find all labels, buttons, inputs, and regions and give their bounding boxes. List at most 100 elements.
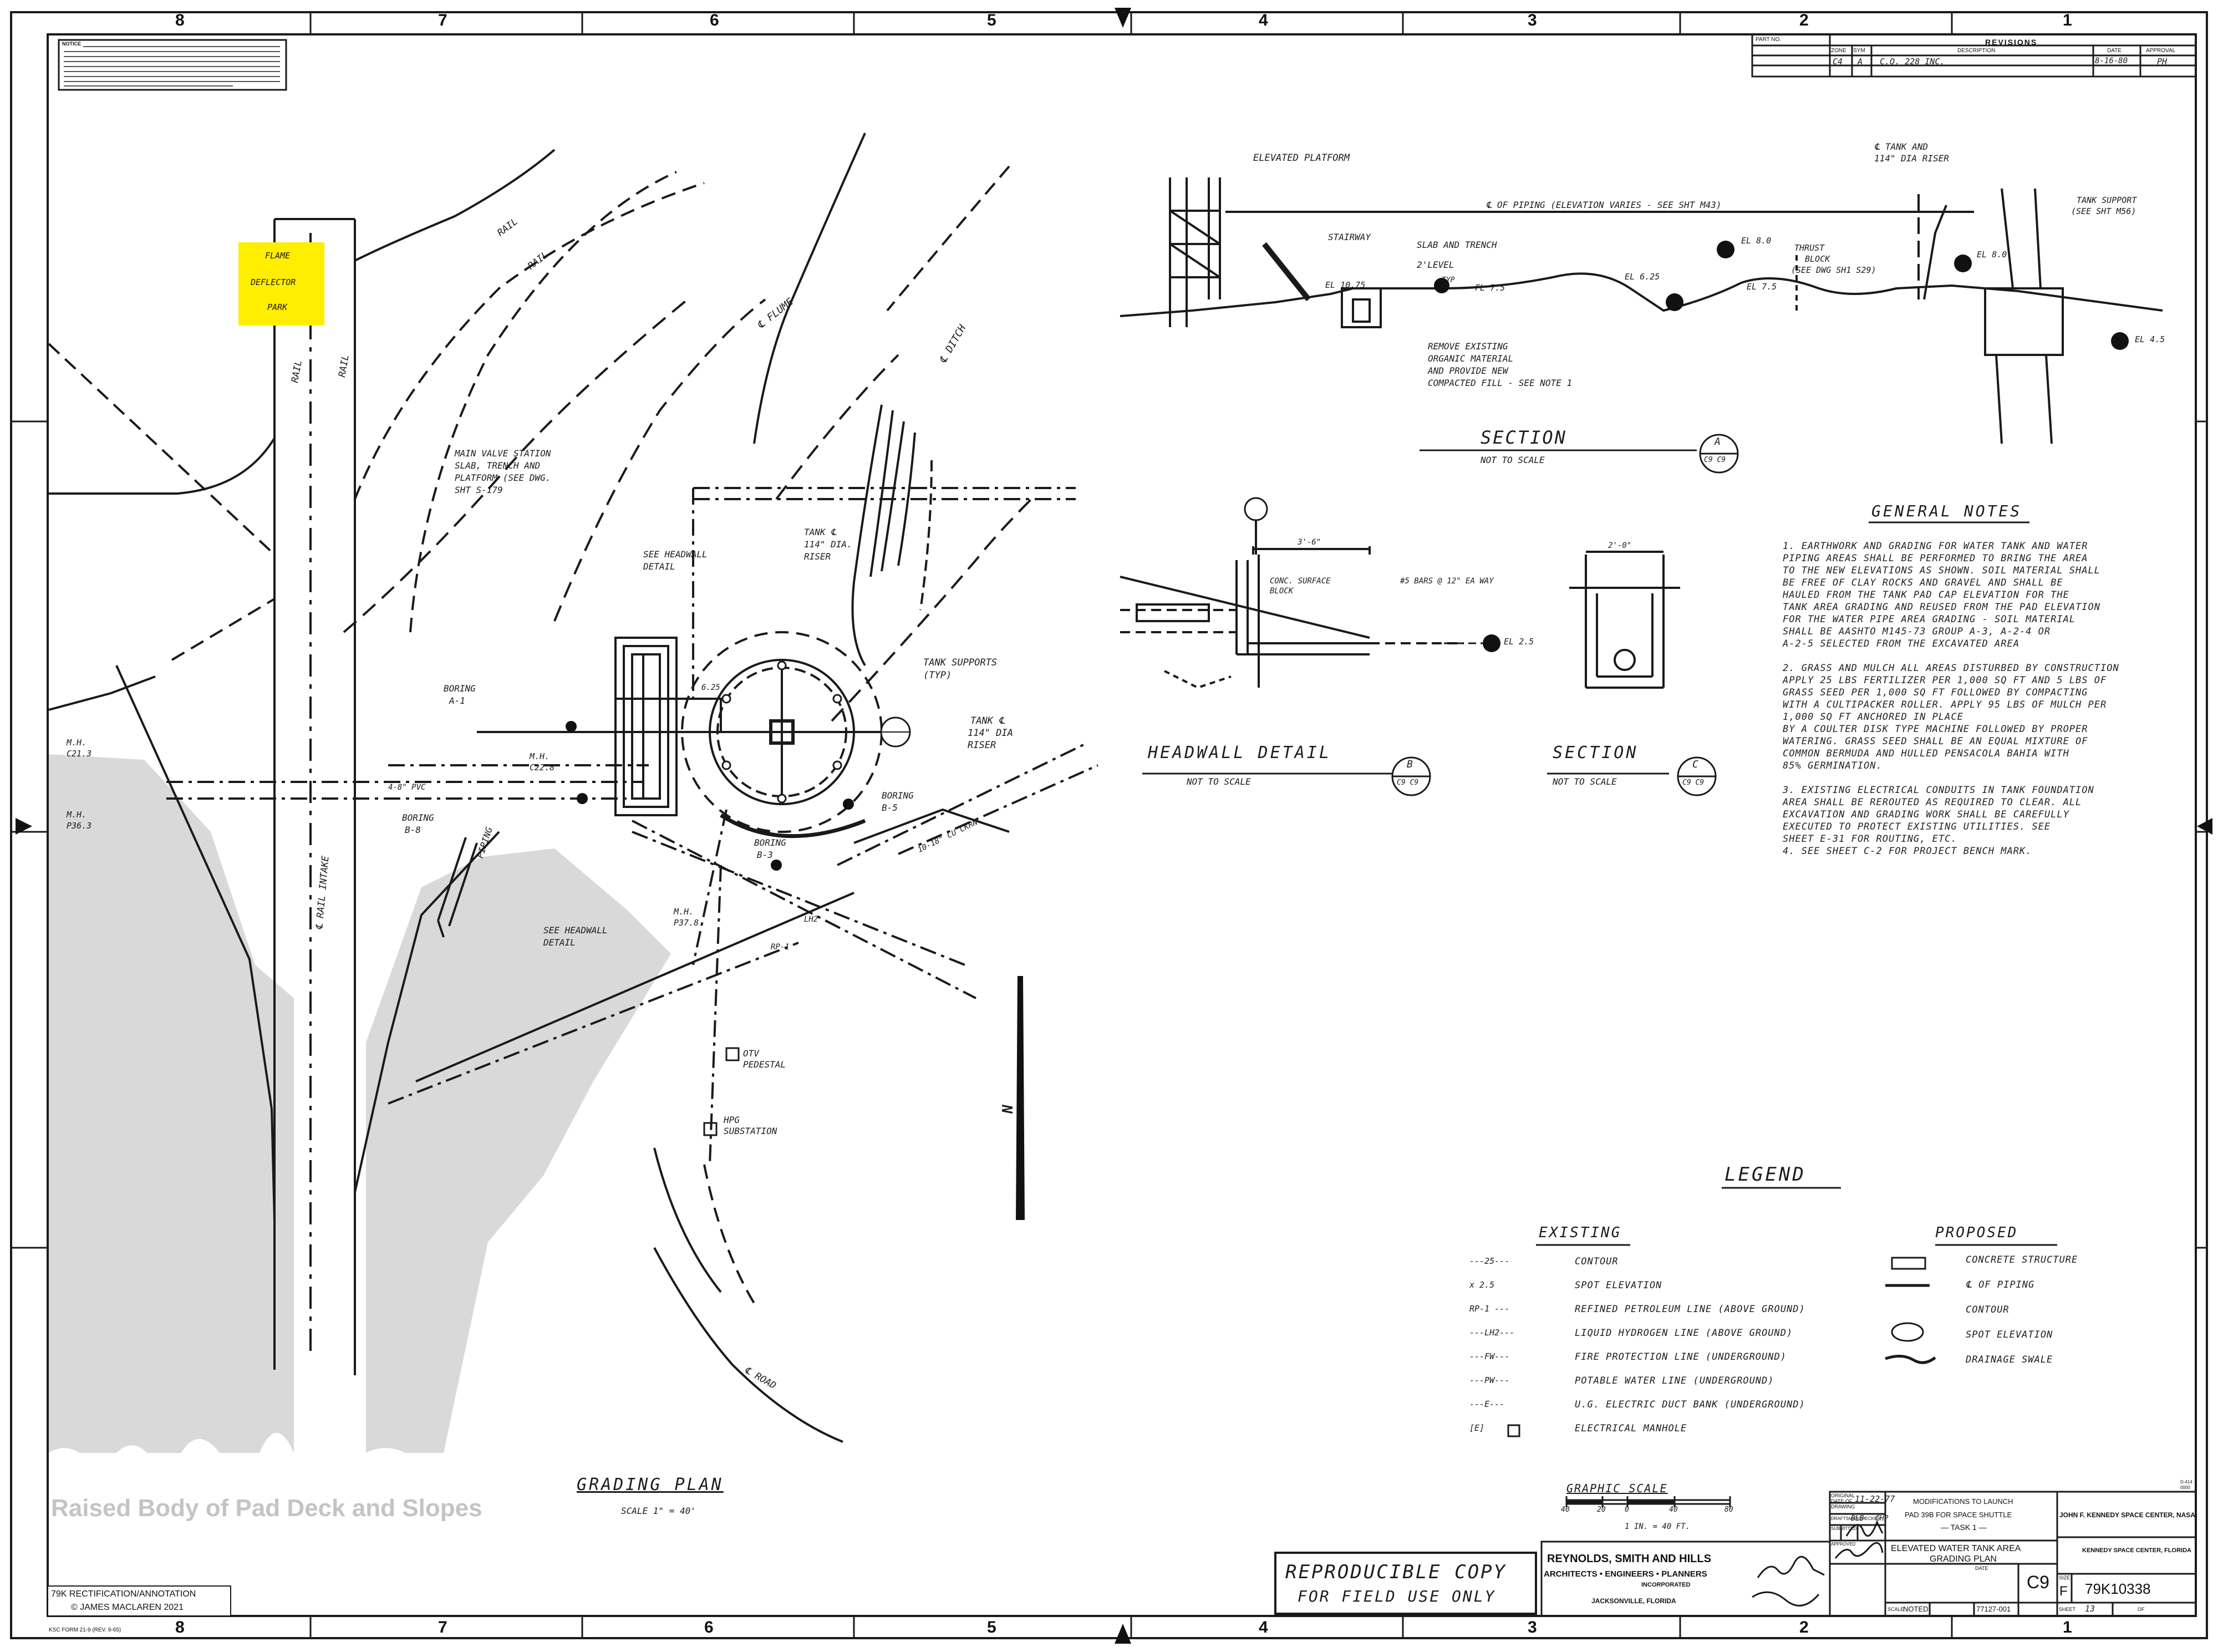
legend-proposed-label: CONCRETE STRUCTURE	[1966, 1254, 2078, 1265]
legend-proposed-label: CONTOUR	[1966, 1304, 2010, 1315]
legend-proposed-label: SPOT ELEVATION	[1966, 1329, 2053, 1340]
zone-label-bottom-4: 4	[1259, 1618, 1268, 1636]
zone-label-top-7: 7	[438, 11, 447, 29]
general-note-line: TO THE NEW ELEVATIONS AS SHOWN. SOIL MAT…	[1783, 565, 2100, 576]
mh-p363-line2: P36.3	[67, 821, 92, 831]
equipment-boxes	[703, 1047, 740, 1136]
general-note-line: 85% GERMINATION.	[1783, 760, 1883, 771]
notice-box	[58, 39, 287, 91]
sec-c-ref-top: C	[1692, 759, 1698, 770]
tb-project-line3: — TASK 1 —	[1941, 1523, 1987, 1532]
legend-existing-symbol: RP-1 ---	[1469, 1304, 1510, 1314]
tb-approved-label: APPROVED	[1831, 1542, 1856, 1547]
zone-label-top-3: 3	[1528, 11, 1537, 29]
boring-a1-line1: BORING	[444, 683, 476, 694]
tank-riser2-line3: RISER	[968, 740, 996, 751]
legend-existing-symbol: ---PW---	[1469, 1375, 1510, 1385]
tb-sheet-title-line2: GRADING PLAN	[1930, 1554, 1997, 1564]
general-note-line: GRASS SEED PER 1,000 SQ FT FOLLOWED BY C…	[1783, 687, 2088, 698]
tb-scale-label: SCALE	[1888, 1607, 1904, 1612]
graphic-scale-tick-3: 40	[1669, 1506, 1678, 1514]
headwall-note1-line2: BLOCK	[1270, 587, 1294, 596]
tb-agency-line1: JOHN F. KENNEDY SPACE CENTER, NASA	[2059, 1511, 2195, 1519]
section-a-drawing	[1120, 177, 2163, 444]
sec-a-elevated-platform: ELEVATED PLATFORM	[1253, 153, 1350, 164]
section-a-spot-markers	[1434, 241, 2129, 350]
main-valve-line2: SLAB, TRENCH AND	[455, 460, 541, 471]
center-arrow-left	[16, 818, 32, 835]
general-note-line: WITH A CULTIPACKER ROLLER. APPLY 95 LBS …	[1783, 699, 2107, 710]
tb-of-label: OF	[2138, 1607, 2145, 1612]
main-valve-line1: MAIN VALVE STATION	[455, 448, 551, 459]
plan-linework	[48, 133, 1098, 1443]
rev-row-sym: A	[1858, 57, 1863, 67]
mh-p378-line2: P37.8	[674, 918, 699, 928]
headwall-note2: #5 BARS @ 12" EA WAY	[1400, 577, 1494, 586]
legend-underlines	[1536, 1187, 2057, 1246]
main-valve-line3: PLATFORM (SEE DWG.	[455, 472, 551, 483]
general-note-line: A-2-5 SELECTED FROM THE EXCAVATED AREA	[1783, 638, 2019, 649]
mh-c228-line1: M.H.	[530, 751, 550, 761]
legend-existing-label: U.G. ELECTRIC DUCT BANK (UNDERGROUND)	[1575, 1399, 1805, 1410]
grading-plan-scale: SCALE 1" = 40'	[621, 1506, 696, 1516]
spot-elevation-625: 6.25	[701, 683, 720, 692]
revisions-title: REVISIONS	[1985, 38, 2038, 47]
tb-size-label: SIZE	[2059, 1575, 2071, 1580]
rev-header-zone: ZONE	[1831, 48, 1846, 54]
graphic-scale-tick-0: 40	[1561, 1506, 1570, 1514]
sec-a-tank-support-line1: TANK SUPPORT	[2077, 195, 2137, 205]
tb-size: F	[2059, 1584, 2068, 1599]
zone-label-bottom-2: 2	[1799, 1618, 1809, 1636]
firm-inc: INCORPORATED	[1641, 1582, 1691, 1588]
sec-c-dim: 2'-0"	[1608, 541, 1632, 550]
general-note-line: WATERING. GRASS SEED SHALL BE AN EQUAL M…	[1783, 736, 2088, 747]
rev-row-description: C.O. 228 INC.	[1880, 57, 1945, 67]
sec-a-slab-trench-line1: SLAB AND TRENCH	[1417, 240, 1497, 250]
rev-header-sym: SYM	[1853, 48, 1865, 54]
general-note-line: 1. EARTHWORK AND GRADING FOR WATER TANK …	[1783, 541, 2088, 552]
legend-title: LEGEND	[1724, 1163, 1806, 1186]
section-a-title-graphics	[1420, 434, 1739, 474]
boring-b5-line1: BORING	[882, 790, 914, 801]
hpg-line2: SUBSTATION	[724, 1126, 777, 1136]
zone-label-top-8: 8	[175, 11, 185, 29]
graphic-scale-tick-2: 0	[1625, 1506, 1629, 1514]
general-note-line: SHALL BE AASHTO M145-73 GROUP A-3, A-2-4…	[1783, 626, 2051, 637]
tank-riser-line1: TANK ℄	[804, 527, 837, 537]
tb-sheet-no: C9	[2027, 1572, 2049, 1592]
center-arrow-right	[2197, 818, 2212, 835]
tb-orig-date: 11-22-77	[1855, 1494, 1895, 1504]
headwall-ref-bottom: C9 C9	[1397, 779, 1419, 787]
tb-drafted-val: BLB	[1851, 1514, 1864, 1523]
firm-sub: ARCHITECTS • ENGINEERS • PLANNERS	[1544, 1569, 1707, 1579]
tank-riser2-line2: 114" DIA	[968, 728, 1013, 739]
general-note-line: TANK AREA GRADING AND REUSED FROM THE PA…	[1783, 602, 2100, 613]
tb-orig-date-label: ORIGINAL DATE OF DRAWING	[1831, 1493, 1855, 1509]
general-note-line: PIPING AREAS SHALL BE PERFORMED TO BRING…	[1783, 553, 2088, 564]
graphic-scale-bar	[1565, 1496, 1731, 1507]
tank-riser-line2: 114" DIA.	[804, 539, 852, 550]
rev-header-approval: APPROVAL	[2146, 48, 2176, 54]
tb-sheet-val: 13	[2085, 1604, 2095, 1614]
sec-a-tank-riser-line1: ℄ TANK AND	[1874, 141, 1928, 152]
zone-label-bottom-7: 7	[438, 1618, 447, 1636]
boring-a1-line2: A-1	[449, 695, 465, 706]
notice-text-lines	[64, 46, 280, 87]
sec-a-fl-75: FL 7.5	[1475, 283, 1505, 293]
legend-proposed-label: ℄ OF PIPING	[1966, 1279, 2035, 1290]
mh-c213-line1: M.H.	[67, 738, 87, 748]
rev-row-zone: C4	[1833, 57, 1843, 67]
tb-sheet-title-line1: ELEVATED WATER TANK AREA	[1891, 1544, 2021, 1553]
legend-existing-label: ELECTRICAL MANHOLE	[1575, 1423, 1687, 1434]
legend-existing-label: CONTOUR	[1575, 1256, 1619, 1267]
revisions-table	[1751, 33, 2197, 78]
mh-p378-line1: M.H.	[674, 907, 694, 917]
tb-scale-val: NOTED	[1903, 1605, 1929, 1613]
sec-a-el-75: EL 7.5	[1747, 282, 1777, 292]
legend-existing-label: POTABLE WATER LINE (UNDERGROUND)	[1575, 1375, 1774, 1386]
legend-existing-label: FIRE PROTECTION LINE (UNDERGROUND)	[1575, 1351, 1787, 1363]
legend-symbol-graphics	[1507, 1257, 1936, 1437]
tb-checked-val: CHP	[1875, 1514, 1889, 1523]
sec-a-scale: NOT TO SCALE	[1481, 455, 1545, 465]
section-c-drawing	[1569, 551, 1680, 689]
